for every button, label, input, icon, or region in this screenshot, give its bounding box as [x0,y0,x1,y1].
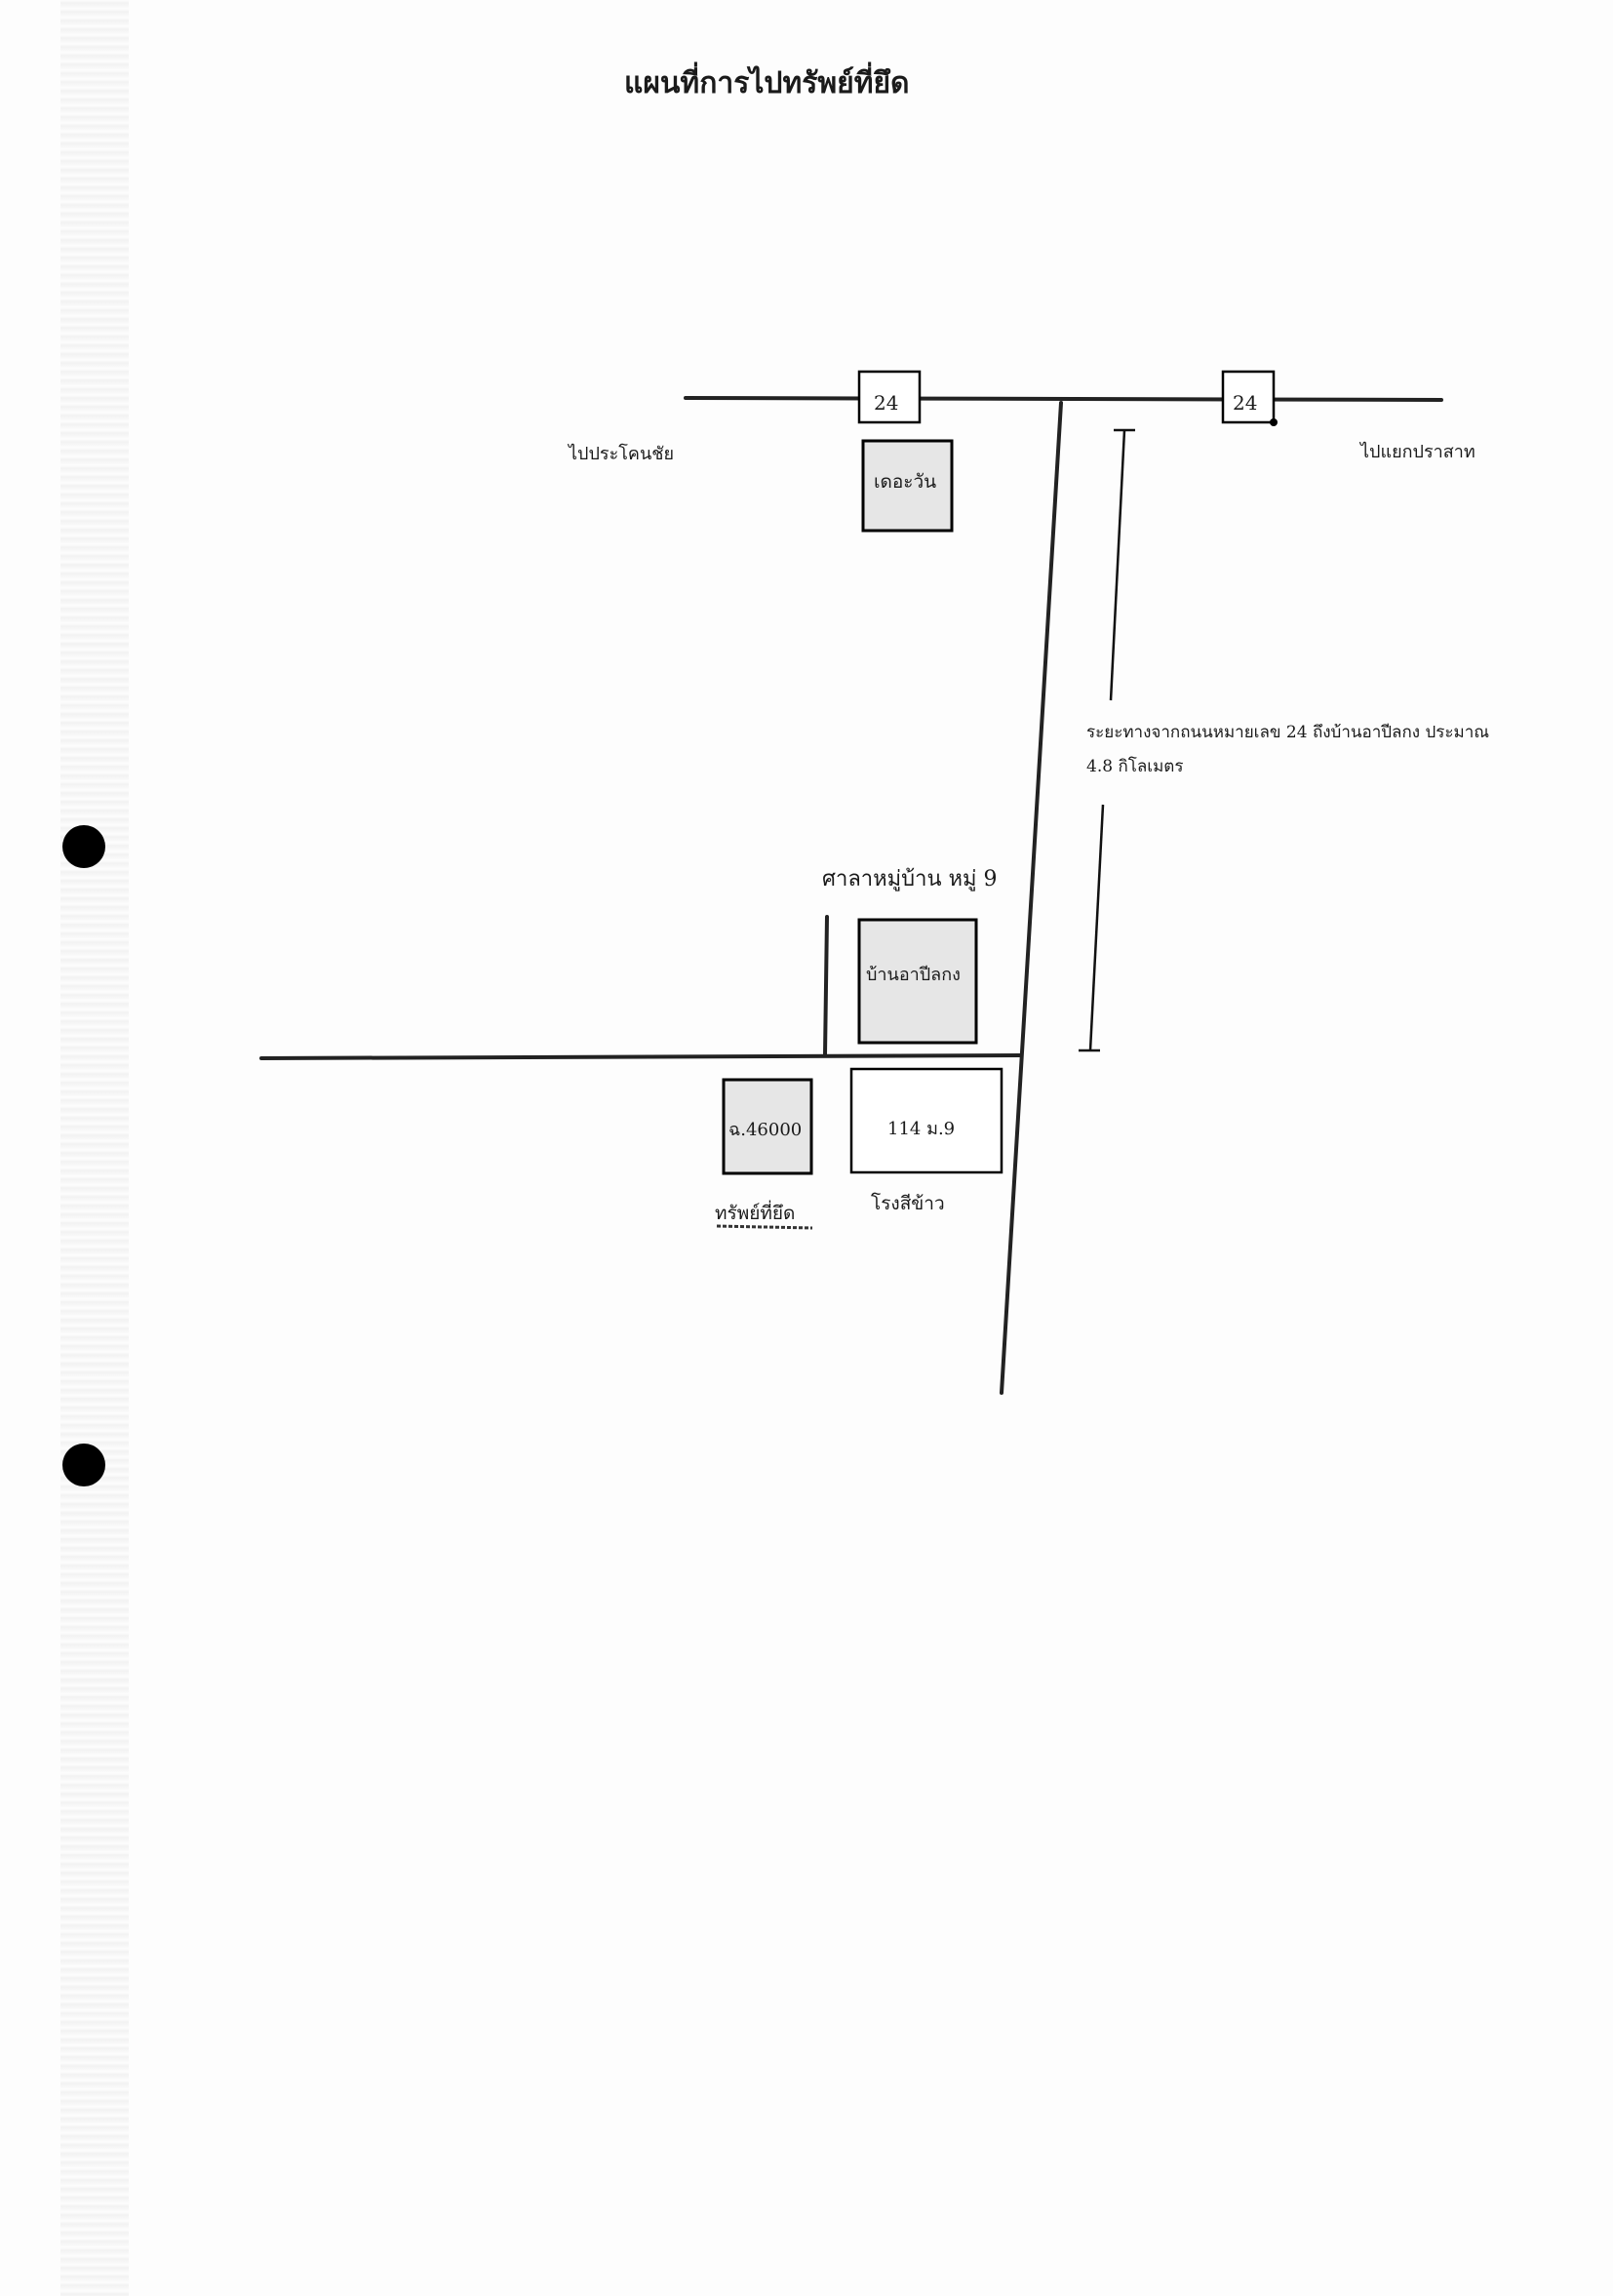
route-marker-right: 24 [1221,370,1278,426]
plot-label: ทรัพย์ที่ยึด [715,1200,795,1224]
landmark-the-one: เดอะวัน [861,439,954,533]
side-lane [823,915,829,1057]
distance-note-line1: ระยะทางจากถนนหมายเลข 24 ถึงบ้านอาปีลกง ป… [1086,723,1489,742]
seized-plot: ฉ.46000 [722,1078,813,1175]
route-marker-left: 24 [857,370,922,424]
plot-deed-number: ฉ.46000 [728,1120,802,1140]
punch-hole-bottom [62,1444,105,1486]
landmark-the-one-label: เดอะวัน [874,471,936,493]
house-apilakong: บ้านอาปีลกง [857,918,978,1045]
punch-hole-top [62,825,105,868]
plot-label-underline [716,1224,813,1230]
village-road [1000,401,1063,1395]
village-hall-label: ศาลาหมู่บ้าน หมู่ 9 [822,867,998,891]
scan-edge-texture [60,0,129,2296]
route-marker-right-label: 24 [1233,391,1257,415]
mill-label: โรงสีข้าว [871,1192,945,1214]
distance-note-line2: 4.8 กิโลเมตร [1086,756,1183,776]
rice-mill: 114 ม.9 [849,1067,1003,1174]
direction-left-label: ไปประโคนชัย [567,443,674,464]
house-label: บ้านอาปีลกง [866,965,961,985]
mill-address: 114 ม.9 [887,1119,955,1139]
distance-dimension [1079,428,1135,1052]
map-title: แผนที่การไปทรัพย์ที่ยึด [624,61,910,100]
highway-24 [684,396,1443,402]
direction-right-label: ไปแยกปราสาท [1358,441,1475,462]
soi-road [259,1053,1022,1060]
route-marker-left-label: 24 [874,391,898,415]
